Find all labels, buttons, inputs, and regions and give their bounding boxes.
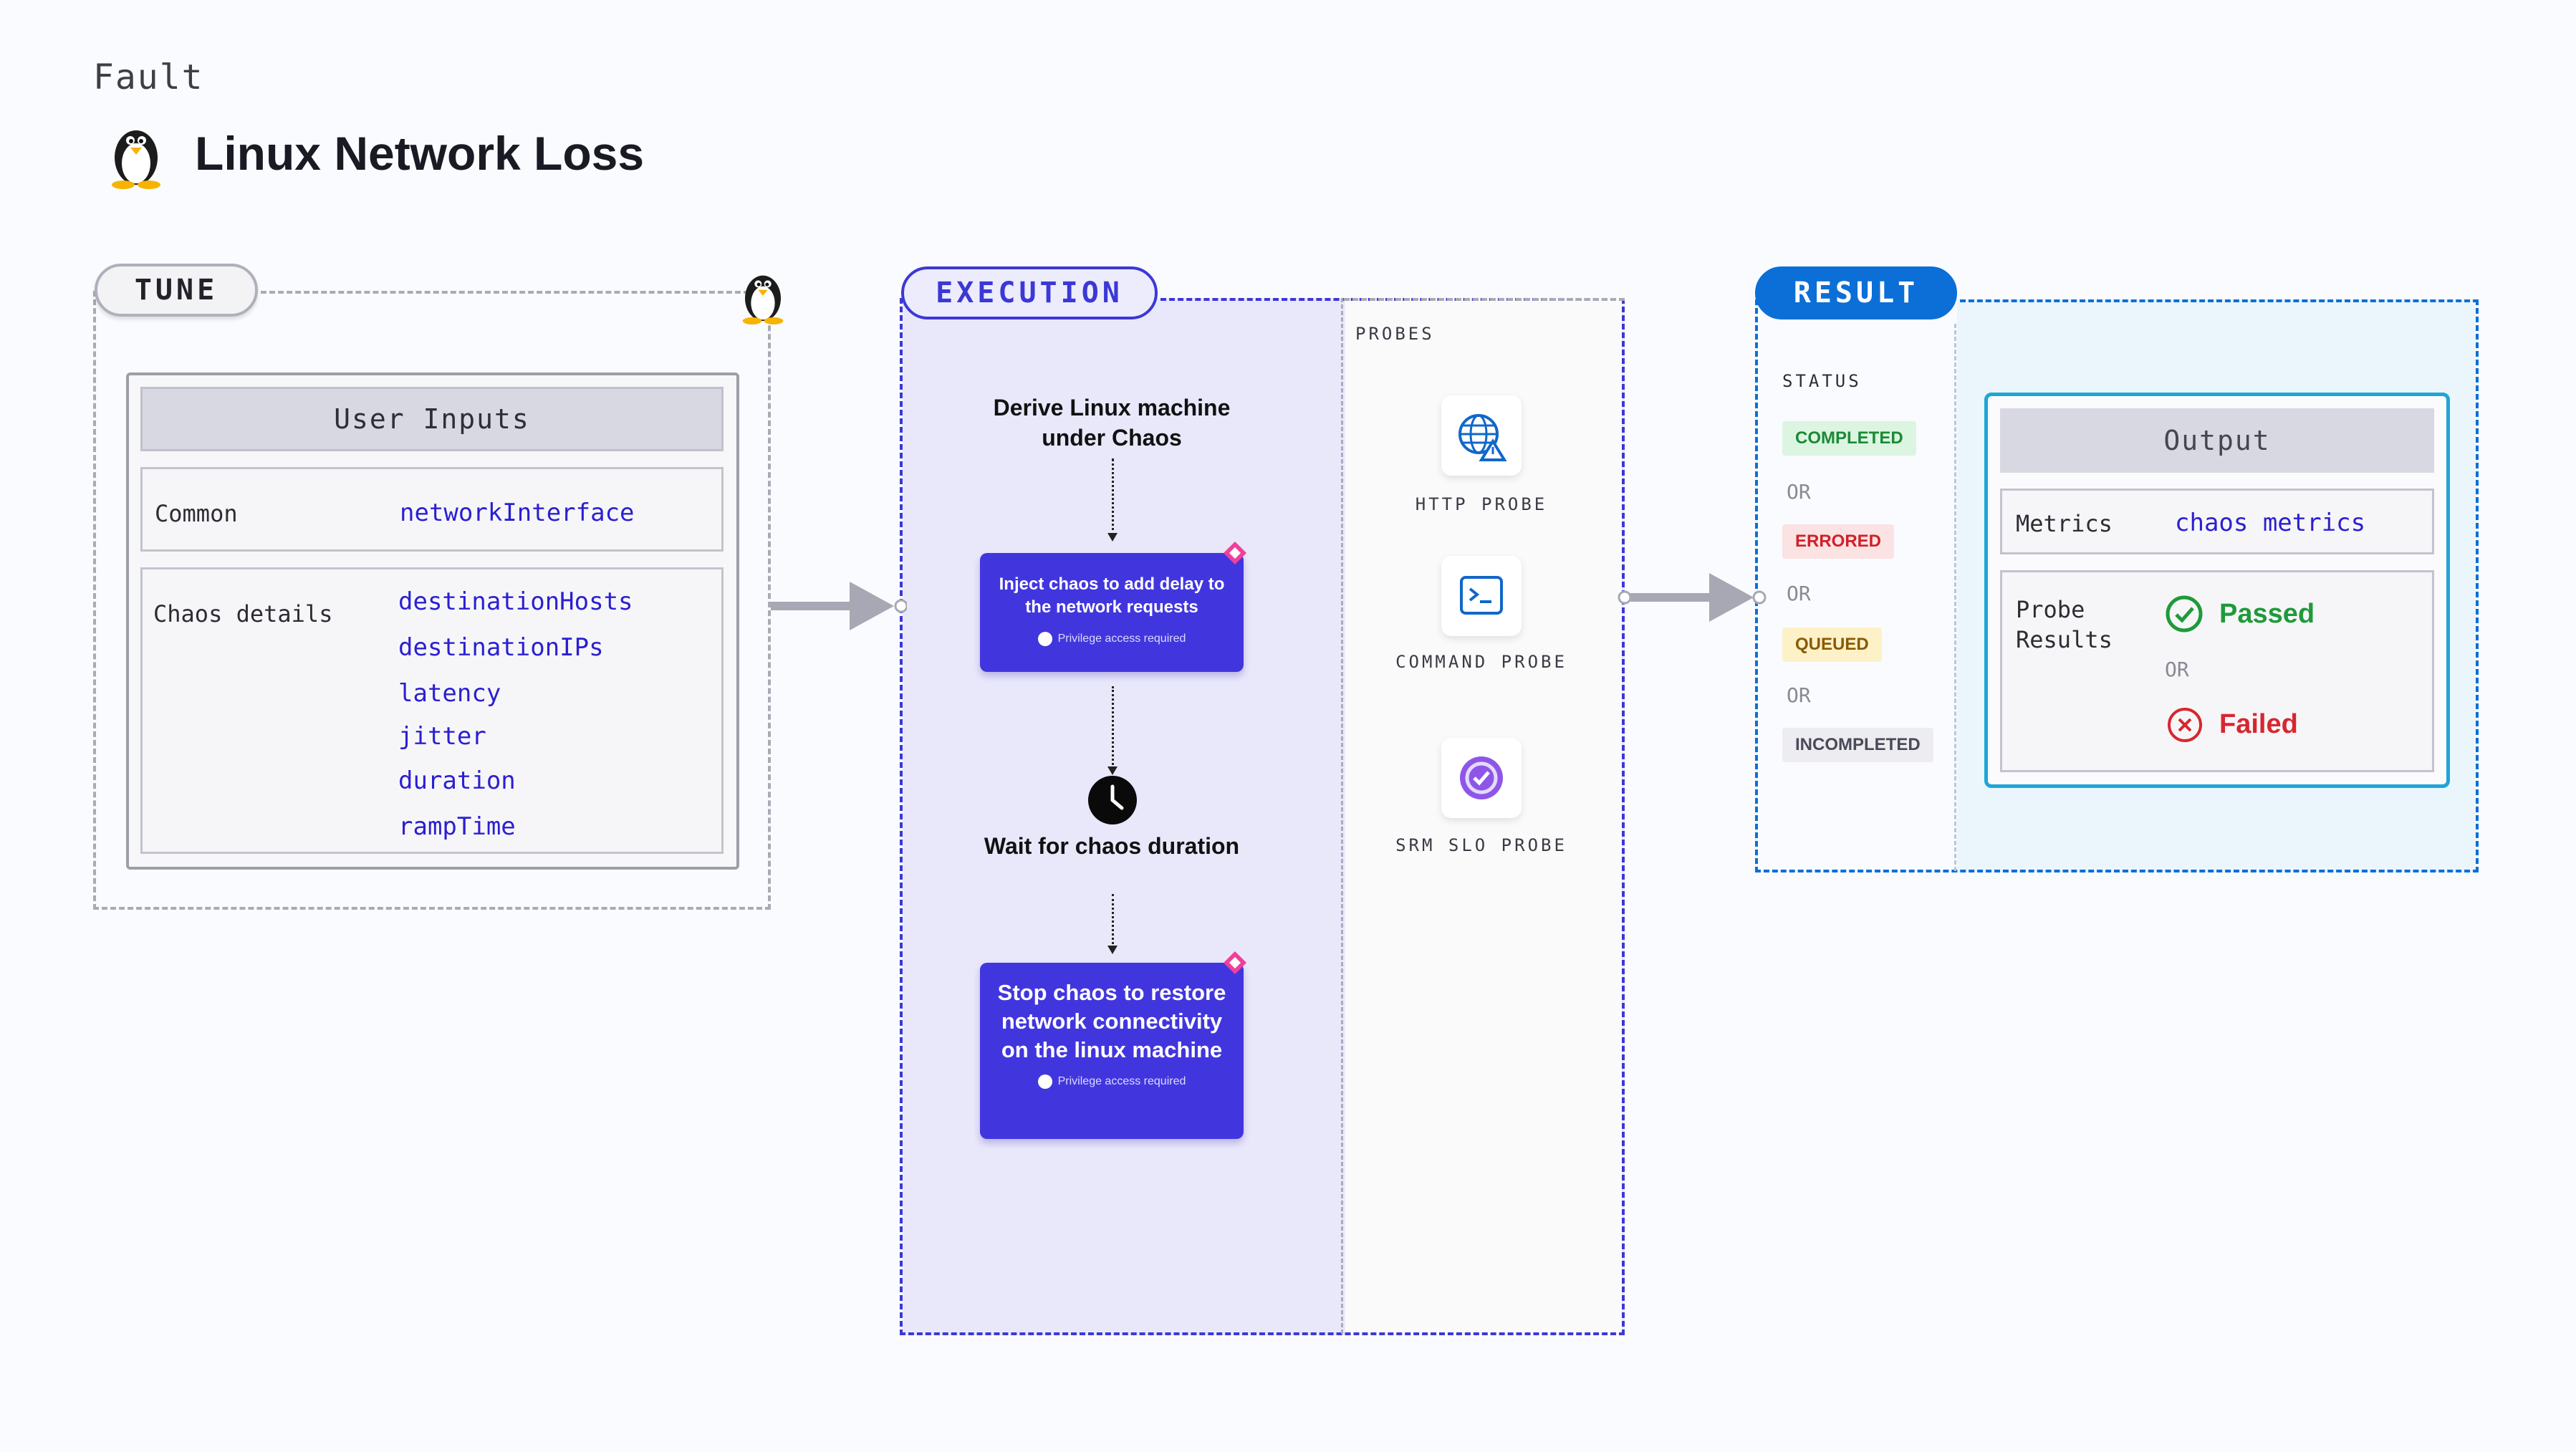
stop-chaos-text: Stop chaos to restore network connectivi…: [997, 980, 1226, 1062]
param-destination-hosts: destinationHosts: [398, 587, 633, 616]
chaos-details-label: Chaos details: [153, 600, 333, 628]
flow-line-3: [1112, 894, 1114, 948]
status-queued-badge: QUEUED: [1782, 628, 1882, 662]
flow-arrow-2: [1107, 766, 1118, 775]
globe-warning-icon: [1458, 414, 1507, 461]
stop-chaos-card: Stop chaos to restore network connectivi…: [980, 963, 1244, 1139]
metrics-row: [2000, 489, 2434, 554]
output-title: Output: [2000, 408, 2434, 473]
srm-slo-probe-icon-box[interactable]: [1441, 738, 1522, 818]
lock-icon: [1037, 1074, 1052, 1089]
tune-pill: TUNE: [95, 264, 258, 317]
step-derive-machine: Derive Linux machine under Chaos: [993, 395, 1231, 451]
linux-penguin-small-icon: [738, 264, 788, 328]
status-errored-badge: ERRORED: [1782, 524, 1895, 559]
or-separator: OR: [1787, 582, 1811, 605]
flow-arrow-1: [1107, 533, 1118, 542]
privilege-note-text-2: Privilege access required: [1057, 1075, 1186, 1087]
metrics-value: chaos metrics: [2175, 509, 2366, 537]
http-probe-label: HTTP PROBE: [1415, 494, 1548, 514]
http-probe-icon-box[interactable]: [1441, 395, 1522, 476]
status-incompleted-badge: INCOMPLETED: [1782, 728, 1933, 762]
or-separator: OR: [2165, 658, 2189, 681]
privilege-note-text-1: Privilege access required: [1057, 633, 1186, 645]
param-latency: latency: [398, 679, 501, 708]
clock-icon: [1087, 775, 1138, 825]
param-duration: duration: [398, 766, 516, 795]
flow-arrow-3: [1107, 946, 1118, 954]
linux-penguin-icon: [106, 120, 166, 189]
result-border-top: [1960, 299, 2479, 302]
common-label: Common: [155, 500, 238, 527]
inject-chaos-text: Inject chaos to add delay to the network…: [999, 574, 1225, 617]
passed-check-icon: [2165, 595, 2203, 633]
or-separator: OR: [1787, 480, 1811, 504]
param-network-interface: networkInterface: [400, 499, 635, 527]
param-ramp-time: rampTime: [398, 812, 516, 841]
param-jitter: jitter: [398, 722, 486, 751]
probes-border-top: [1344, 298, 1625, 301]
srm-slo-probe-label: SRM SLO PROBE: [1395, 835, 1567, 855]
user-inputs-title: User Inputs: [140, 387, 724, 451]
or-separator: OR: [1787, 683, 1811, 707]
execution-pill: EXECUTION: [901, 266, 1158, 319]
tune-border-top: [261, 291, 749, 294]
probes-label: PROBES: [1355, 324, 1435, 344]
probes-divider: [1341, 298, 1343, 1334]
status-label: STATUS: [1782, 371, 1862, 391]
probe-results-row: [2000, 570, 2434, 772]
terminal-icon: [1460, 576, 1503, 615]
execution-to-result-arrow: [1616, 569, 1767, 626]
probe-results-label: Probe Results: [2016, 596, 2113, 653]
command-probe-icon-box[interactable]: [1441, 556, 1522, 636]
flow-line-2: [1112, 686, 1114, 769]
privilege-note-1: Privilege access required: [993, 632, 1231, 646]
flow-line-1: [1112, 458, 1114, 536]
inject-chaos-card: Inject chaos to add delay to the network…: [980, 553, 1244, 672]
privilege-note-2: Privilege access required: [993, 1074, 1231, 1089]
chaos-details-row: [140, 567, 724, 854]
result-pill: RESULT: [1755, 266, 1957, 319]
lock-icon: [1037, 632, 1052, 646]
page-title: Linux Network Loss: [195, 127, 645, 180]
slo-icon: [1460, 756, 1503, 799]
status-completed-badge: COMPLETED: [1782, 421, 1916, 456]
chaos-hub-icon: [1219, 947, 1251, 979]
fault-label: Fault: [93, 57, 204, 97]
metrics-label: Metrics: [2016, 510, 2113, 537]
tune-section: [93, 291, 771, 910]
param-destination-ips: destinationIPs: [398, 633, 604, 662]
tune-to-execution-arrow: [771, 577, 908, 635]
failed-label: Failed: [2219, 709, 2298, 739]
step-wait-duration: Wait for chaos duration: [984, 833, 1240, 859]
common-row: [140, 467, 724, 552]
passed-label: Passed: [2219, 599, 2315, 629]
failed-x-icon: [2166, 706, 2203, 744]
status-divider: [1954, 324, 1956, 871]
command-probe-label: COMMAND PROBE: [1395, 652, 1567, 672]
chaos-hub-icon: [1219, 537, 1251, 569]
